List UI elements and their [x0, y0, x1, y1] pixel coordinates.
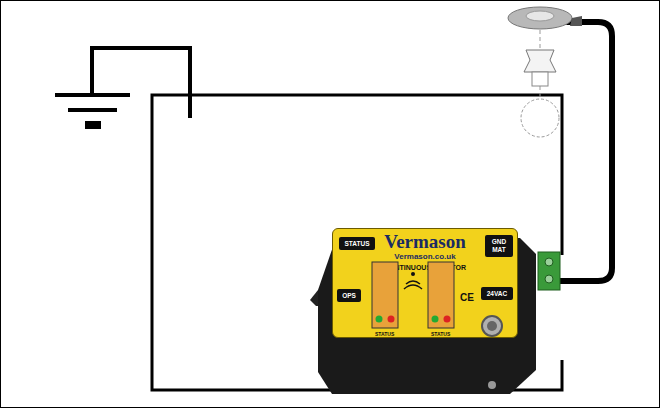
- monitor-text: Vermason: [384, 232, 466, 252]
- ground-symbol: [85, 121, 101, 129]
- pad-label: OPS: [342, 292, 356, 300]
- terminal-screw: [545, 258, 553, 266]
- monitor-text: CONTINUOUS MONITOR: [384, 262, 466, 273]
- status-pad: STATUS: [339, 237, 375, 250]
- mount-tab: [310, 290, 318, 306]
- gnd-mat-pad: GND MAT: [485, 235, 513, 257]
- monitor-text: Vermason.co.uk: [394, 252, 455, 262]
- terminal-block: [538, 252, 560, 290]
- wrist-snap: [570, 16, 582, 26]
- pad-label: 24VAC: [487, 290, 507, 298]
- snap-stud: [524, 50, 556, 72]
- status-label: STATUS: [431, 331, 450, 337]
- pad-label: GND MAT: [485, 238, 513, 254]
- pad-label: STATUS: [344, 240, 369, 248]
- power-pad: 24VAC: [481, 287, 513, 300]
- status-label: STATUS: [375, 331, 394, 337]
- snap-socket: [521, 99, 559, 137]
- ground-symbol: [55, 48, 190, 118]
- terminal-screw: [545, 275, 553, 283]
- strap-cable: [560, 22, 612, 281]
- ops-pad: OPS: [337, 289, 361, 302]
- wrist-snap: [526, 11, 554, 21]
- ce-mark: CE: [460, 292, 474, 303]
- bottom-screw: [488, 381, 496, 389]
- wrist-snap: [508, 7, 572, 29]
- snap-stud: [532, 72, 548, 86]
- monitor-face: VermasonVermason.co.ukCONTINUOUS MONITOR…: [332, 228, 518, 338]
